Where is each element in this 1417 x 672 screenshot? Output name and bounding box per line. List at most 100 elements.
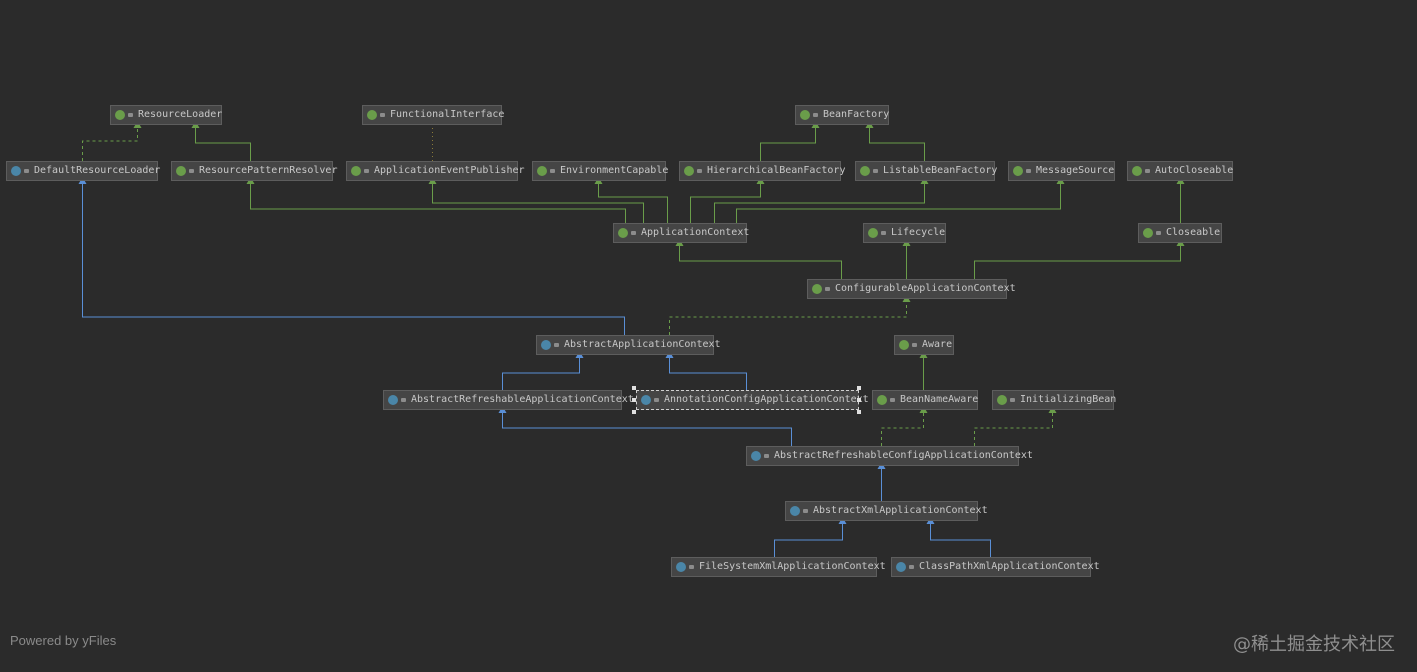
- node-label: Lifecycle: [891, 227, 946, 238]
- edge-applicationcontext-messagesource: [736, 177, 1065, 223]
- node-label: HierarchicalBeanFactory: [707, 165, 846, 176]
- interface-icon: [860, 166, 870, 176]
- node-label: AbstractRefreshableApplicationContext: [411, 394, 634, 405]
- node-label: FunctionalInterface: [390, 109, 505, 120]
- access-lock-icon: [1026, 169, 1031, 173]
- node-label: ApplicationContext: [641, 227, 750, 238]
- access-lock-icon: [189, 169, 194, 173]
- interface-icon: [997, 395, 1007, 405]
- node-listablebeanfactory[interactable]: ListableBeanFactory: [855, 161, 998, 181]
- access-lock-icon: [912, 343, 917, 347]
- access-lock-icon: [1145, 169, 1150, 173]
- interface-icon: [537, 166, 547, 176]
- access-lock-icon: [909, 565, 914, 569]
- selection-handle[interactable]: [632, 386, 636, 390]
- node-label: ApplicationEventPublisher: [374, 165, 525, 176]
- access-lock-icon: [1156, 231, 1161, 235]
- selection-handle[interactable]: [632, 398, 636, 402]
- interface-icon: [1013, 166, 1023, 176]
- node-resourcepatternresolver[interactable]: ResourcePatternResolver: [171, 161, 337, 181]
- edge-resourcepatternresolver-resourceloader: [191, 121, 251, 161]
- access-lock-icon: [689, 565, 694, 569]
- node-aware[interactable]: Aware: [894, 335, 954, 355]
- powered-by-footer: Powered by yFiles: [10, 633, 117, 648]
- class-icon: [896, 562, 906, 572]
- node-closeable[interactable]: Closeable: [1138, 223, 1222, 243]
- access-lock-icon: [631, 231, 636, 235]
- node-label: DefaultResourceLoader: [34, 165, 161, 176]
- edge-refreshableconfig-initializingbean: [974, 406, 1057, 446]
- node-lifecycle[interactable]: Lifecycle: [863, 223, 946, 243]
- node-label: MessageSource: [1036, 165, 1115, 176]
- edge-annotationconfig-abstractapplicationcontext: [665, 351, 747, 390]
- interface-icon: [351, 166, 361, 176]
- access-lock-icon: [803, 509, 808, 513]
- node-defaultresourceloader[interactable]: DefaultResourceLoader: [6, 161, 161, 181]
- node-label: AbstractApplicationContext: [564, 339, 721, 350]
- access-lock-icon: [554, 343, 559, 347]
- node-applicationcontext[interactable]: ApplicationContext: [613, 223, 750, 243]
- node-classpathxmlapplicationcontext[interactable]: ClassPathXmlApplicationContext: [891, 557, 1100, 577]
- node-label: BeanNameAware: [900, 394, 979, 405]
- node-filesystemxmlapplicationcontext[interactable]: FileSystemXmlApplicationContext: [671, 557, 886, 577]
- access-lock-icon: [764, 454, 769, 458]
- node-label: ListableBeanFactory: [883, 165, 998, 176]
- edge-abstractrefreshable-abstractapplicationcontext: [502, 351, 584, 390]
- node-annotationconfigapplicationcontext[interactable]: AnnotationConfigApplicationContext: [636, 390, 869, 410]
- node-functionalinterface[interactable]: FunctionalInterface: [362, 105, 505, 125]
- interface-icon: [868, 228, 878, 238]
- node-label: Closeable: [1166, 227, 1221, 238]
- node-abstractrefreshableconfigapplicationcontext[interactable]: AbstractRefreshableConfigApplicationCont…: [746, 446, 1033, 466]
- node-environmentcapable[interactable]: EnvironmentCapable: [532, 161, 668, 181]
- node-beannameaware[interactable]: BeanNameAware: [872, 390, 978, 410]
- interface-icon: [618, 228, 628, 238]
- node-beanfactory[interactable]: BeanFactory: [795, 105, 889, 125]
- selection-handle[interactable]: [632, 410, 636, 414]
- access-lock-icon: [380, 113, 385, 117]
- edge-configurable-applicationcontext: [675, 239, 842, 279]
- node-messagesource[interactable]: MessageSource: [1008, 161, 1115, 181]
- class-icon: [751, 451, 761, 461]
- selection-handle[interactable]: [857, 410, 861, 414]
- node-label: AbstractXmlApplicationContext: [813, 505, 988, 516]
- node-label: AnnotationConfigApplicationContext: [664, 394, 869, 405]
- access-lock-icon: [550, 169, 555, 173]
- interface-icon: [1143, 228, 1153, 238]
- node-label: ConfigurableApplicationContext: [835, 283, 1016, 294]
- edge-applicationcontext-hierarchicalbeanfactory: [690, 177, 765, 223]
- node-abstractapplicationcontext[interactable]: AbstractApplicationContext: [536, 335, 721, 355]
- edge-filesystemxml-abstractxml: [774, 517, 847, 557]
- selection-handle[interactable]: [857, 398, 861, 402]
- node-label: Aware: [922, 339, 953, 350]
- node-hierarchicalbeanfactory[interactable]: HierarchicalBeanFactory: [679, 161, 845, 181]
- access-lock-icon: [24, 169, 29, 173]
- edge-applicationcontext-environmentcapable: [594, 177, 668, 223]
- node-applicationeventpublisher[interactable]: ApplicationEventPublisher: [346, 161, 525, 181]
- node-autocloseable[interactable]: AutoCloseable: [1127, 161, 1233, 181]
- annotation-icon: [367, 110, 377, 120]
- interface-icon: [877, 395, 887, 405]
- edge-refreshableconfig-beannameaware: [881, 406, 928, 446]
- edge-refreshableconfig-refreshable: [498, 406, 792, 446]
- edge-classpathxml-abstractxml: [926, 517, 991, 557]
- node-abstractxmlapplicationcontext[interactable]: AbstractXmlApplicationContext: [785, 501, 988, 521]
- node-abstractrefreshableapplicationcontext[interactable]: AbstractRefreshableApplicationContext: [383, 390, 634, 410]
- node-initializingbean[interactable]: InitializingBean: [992, 390, 1116, 410]
- selection-handle[interactable]: [857, 386, 861, 390]
- edge-abstractapplicationcontext-configurable: [669, 295, 911, 335]
- node-label: ResourceLoader: [138, 109, 223, 120]
- node-label: ResourcePatternResolver: [199, 165, 338, 176]
- edge-configurable-closeable: [974, 239, 1185, 279]
- class-icon: [541, 340, 551, 350]
- interface-icon: [899, 340, 909, 350]
- node-configurableapplicationcontext[interactable]: ConfigurableApplicationContext: [807, 279, 1016, 299]
- node-label: FileSystemXmlApplicationContext: [699, 561, 886, 572]
- class-icon: [388, 395, 398, 405]
- class-icon: [790, 506, 800, 516]
- node-label: AutoCloseable: [1155, 165, 1234, 176]
- node-resourceloader[interactable]: ResourceLoader: [110, 105, 222, 125]
- access-lock-icon: [873, 169, 878, 173]
- node-label: ClassPathXmlApplicationContext: [919, 561, 1100, 572]
- access-lock-icon: [1010, 398, 1015, 402]
- edge-defaultresourceloader-resourceloader: [82, 121, 142, 161]
